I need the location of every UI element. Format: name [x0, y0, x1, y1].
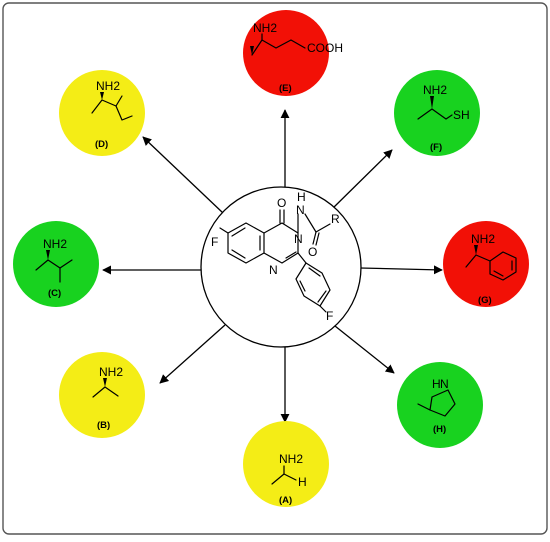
substituent-A: NH2 H (A) — [271, 452, 307, 506]
substituent-H-label: (H) — [433, 424, 446, 435]
substituent-H: H N (H) — [417, 377, 456, 435]
substituent-C: NH2 (C) — [35, 237, 73, 299]
substituent-D: NH2 (D) — [91, 79, 133, 150]
arrow-to-D — [142, 136, 224, 214]
substituent-D-circle — [59, 70, 145, 156]
substituent-F-thiol: SH — [453, 108, 470, 122]
substituent-D-amine: NH2 — [96, 79, 120, 93]
core-atom-F-right: F — [326, 309, 333, 323]
substituent-G-circle — [443, 221, 529, 307]
core-atom-H: H — [297, 190, 306, 204]
substituent-C-circle — [13, 221, 99, 307]
substituent-B: NH2 (B) — [92, 365, 123, 431]
substituent-E: NH2 COOH (E) — [250, 21, 343, 94]
substituent-E-label: (E) — [279, 83, 292, 94]
substituent-C-amine: NH2 — [43, 237, 67, 251]
substituent-H-circle — [397, 362, 483, 448]
substituent-D-label: (D) — [95, 139, 108, 150]
substituent-E-amine: NH2 — [253, 21, 277, 35]
substituent-C-label: (C) — [48, 288, 61, 299]
substituent-A-amine: NH2 — [279, 452, 303, 466]
core-atom-N-hydrazide: N — [296, 203, 305, 217]
core-atom-F-left: F — [211, 235, 218, 249]
substituent-B-label: (B) — [97, 420, 110, 431]
substituent-H-nh: H — [432, 377, 441, 391]
substituent-G: NH2 (G) — [465, 232, 517, 306]
substituent-B-circle — [59, 352, 145, 438]
core-atom-O-amide: O — [308, 245, 317, 259]
core-atom-R: R — [331, 212, 340, 226]
substituent-E-acid: COOH — [307, 41, 343, 55]
substituent-E-circle — [243, 10, 329, 96]
core-atom-O-carbonyl: O — [277, 196, 286, 210]
substituent-A-label: (A) — [279, 495, 292, 506]
arrow-to-H — [334, 325, 395, 374]
arrow-to-F — [330, 149, 393, 211]
substituent-H-n: N — [440, 377, 449, 391]
connector-arrows — [102, 109, 443, 423]
arrow-to-B — [159, 324, 226, 384]
substituent-F-label: (F) — [430, 142, 442, 153]
arrow-to-G — [359, 265, 443, 275]
core-structure: F O N N H N O R F — [211, 190, 340, 323]
substituent-A-circle — [243, 421, 329, 507]
substituent-F-amine: NH2 — [423, 83, 447, 97]
substituent-G-label: (G) — [478, 295, 492, 306]
substituent-F: NH2 SH (F) — [417, 83, 470, 153]
substituent-G-amine: NH2 — [471, 232, 495, 246]
core-scaffold-circle — [200, 186, 362, 348]
substituent-B-amine: NH2 — [99, 365, 123, 379]
substituent-A-h: H — [298, 475, 307, 489]
core-atom-N3: N — [294, 232, 303, 246]
core-atom-N1: N — [269, 263, 278, 277]
